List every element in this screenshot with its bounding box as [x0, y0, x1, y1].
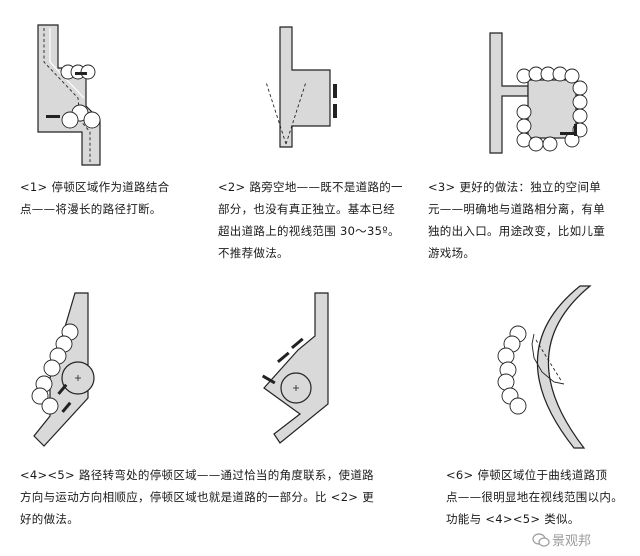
watermark: 景观邦	[532, 530, 591, 549]
diagram-4-pause-area-at-bend	[31, 292, 95, 447]
watermark-text: 景观邦	[552, 534, 592, 549]
caption-2: <2> 路旁空地——既不是道路的一 部分，也没有真正独立。基本已经 超出道路上的…	[218, 180, 403, 260]
diagram-6-curved-road-apex	[497, 285, 592, 449]
wechat-icon	[532, 533, 550, 547]
diagram-1-pause-area-junction	[37, 24, 101, 166]
caption-6: <6> 停顿区域位于曲线道路顶 点——很明显地在视线范围以内。 功能与 <4><…	[446, 468, 623, 526]
diagram-3-independent-space	[489, 32, 588, 154]
caption-1: <1> 停顿区域作为道路结合 点——将漫长的路径打断。	[20, 180, 170, 216]
diagram-2-roadside-space	[265, 26, 337, 148]
caption-4-5: <4><5> 路径转弯处的停顿区域——通过恰当的角度联系，使道路 方向与运动方向…	[20, 468, 374, 526]
caption-3: <3> 更好的做法：独立的空间单 元——明确地与道路相分离，有单 独的出入口。用…	[428, 180, 605, 260]
diagram-5-angled-pause-area	[261, 292, 329, 444]
